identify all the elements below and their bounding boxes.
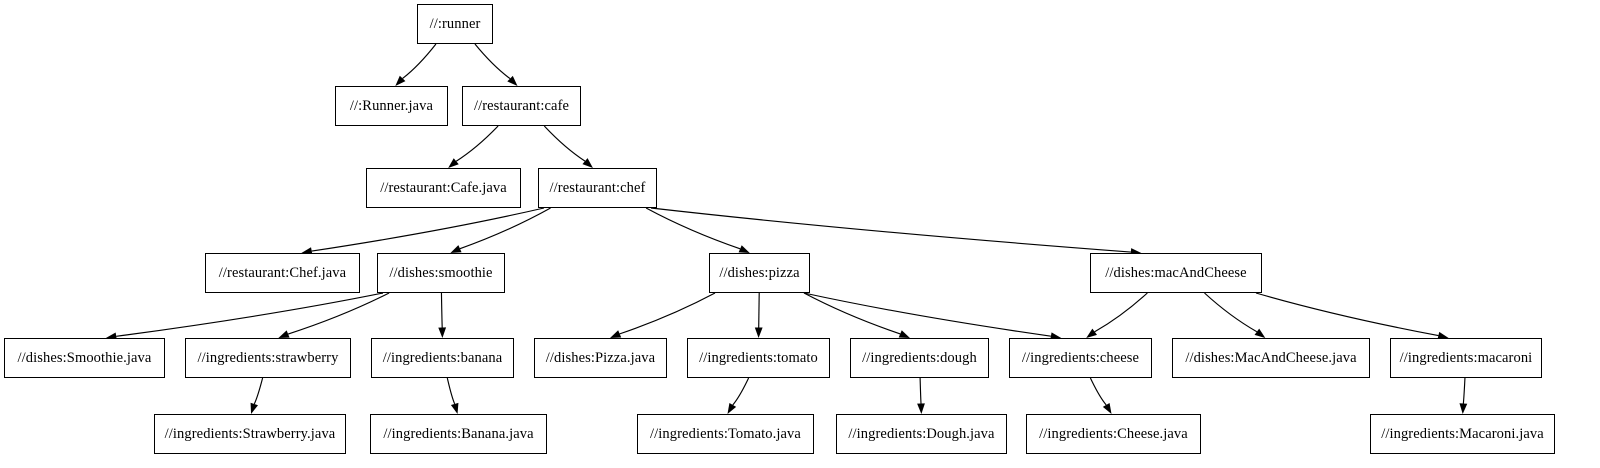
graph-node-label: //ingredients:banana (382, 349, 503, 366)
graph-node-ing_banana[interactable]: //ingredients:banana (371, 338, 514, 378)
graph-edge-dishes_macandchz-to-ing_macaroni (1255, 292, 1439, 337)
graph-arrowhead-dishes_smoothie-to-ing_banana (438, 327, 447, 338)
graph-node-label: //ingredients:cheese (1021, 349, 1140, 366)
graph-arrowhead-ing_cheese-to-cheese_java (1102, 402, 1112, 414)
graph-edge-ing_banana-to-banana_java (446, 377, 456, 405)
graph-edge-dishes_pizza-to-ing_cheese (803, 292, 1051, 337)
graph-edge-ing_cheese-to-cheese_java (1089, 377, 1107, 406)
graph-node-label: //ingredients:Cheese.java (1039, 425, 1188, 442)
graph-node-label: //ingredients:dough (862, 349, 977, 366)
graph-node-label: //ingredients:Banana.java (383, 425, 534, 442)
graph-edge-dishes_macandchz-to-ing_cheese (1094, 292, 1148, 333)
graph-node-ing_dough[interactable]: //ingredients:dough (850, 338, 989, 378)
graph-node-label: //dishes:smoothie (389, 264, 493, 281)
graph-arrowhead-restaurant_cafe-to-restaurant_chef (582, 158, 593, 168)
graph-node-macaroni_java[interactable]: //ingredients:Macaroni.java (1370, 414, 1555, 454)
graph-node-label: //ingredients:macaroni (1399, 349, 1533, 366)
graph-arrowhead-dishes_smoothie-to-ing_strawberry (278, 330, 290, 338)
graph-node-tomato_java[interactable]: //ingredients:Tomato.java (637, 414, 814, 454)
graph-edge-restaurant_cafe-to-cafe_java (455, 125, 499, 162)
graph-node-dishes_pizza[interactable]: //dishes:pizza (709, 253, 810, 293)
graph-node-macandchz_java[interactable]: //dishes:MacAndCheese.java (1172, 338, 1370, 378)
graph-edge-dishes_pizza-to-pizza_java (619, 292, 716, 335)
graph-node-label: //ingredients:tomato (699, 349, 818, 366)
graph-arrowhead-dishes_pizza-to-pizza_java (610, 330, 622, 338)
graph-arrowhead-ing_banana-to-banana_java (450, 402, 459, 414)
graph-node-pizza_java[interactable]: //dishes:Pizza.java (534, 338, 667, 378)
graph-arrowhead-runner-to-restaurant_cafe (507, 75, 518, 86)
graph-arrowhead-restaurant_chef-to-dishes_pizza (738, 245, 750, 253)
graph-edge-restaurant_cafe-to-restaurant_chef (543, 125, 586, 162)
graph-node-label: //restaurant:Chef.java (218, 264, 347, 281)
graph-node-runner_java[interactable]: //:Runner.java (335, 86, 448, 126)
graph-node-label: //ingredients:Macaroni.java (1381, 425, 1544, 442)
graph-arrowhead-ing_macaroni-to-macaroni_java (1459, 403, 1468, 414)
graph-node-label: //restaurant:Cafe.java (380, 179, 507, 196)
graph-arrowhead-restaurant_chef-to-dishes_smoothie (450, 245, 462, 253)
graph-edge-ing_tomato-to-tomato_java (732, 377, 750, 406)
graph-node-strawberry_java[interactable]: //ingredients:Strawberry.java (154, 414, 346, 454)
graph-node-cafe_java[interactable]: //restaurant:Cafe.java (366, 168, 521, 208)
graph-edge-dishes_pizza-to-ing_dough (803, 292, 901, 335)
graph-node-label: //ingredients:strawberry (197, 349, 339, 366)
graph-node-cheese_java[interactable]: //ingredients:Cheese.java (1026, 414, 1201, 454)
graph-edge-dishes_smoothie-to-smoothie_java (116, 292, 384, 337)
graph-node-label: //dishes:Pizza.java (545, 349, 656, 366)
graph-edge-dishes_macandchz-to-macandchz_java (1204, 292, 1258, 333)
graph-arrowhead-runner-to-runner_java (395, 75, 406, 86)
graph-node-label: //ingredients:Strawberry.java (164, 425, 336, 442)
graph-node-chef_java[interactable]: //restaurant:Chef.java (205, 253, 360, 293)
graph-node-label: //ingredients:Tomato.java (650, 425, 801, 442)
graph-node-dishes_smoothie[interactable]: //dishes:smoothie (377, 253, 505, 293)
graph-node-ing_strawberry[interactable]: //ingredients:strawberry (185, 338, 351, 378)
graph-node-label: //restaurant:chef (549, 179, 646, 196)
graph-edge-ing_strawberry-to-strawberry_java (253, 377, 264, 405)
graph-node-dough_java[interactable]: //ingredients:Dough.java (836, 414, 1007, 454)
graph-node-runner[interactable]: //:runner (417, 4, 493, 44)
graph-node-smoothie_java[interactable]: //dishes:Smoothie.java (4, 338, 165, 378)
graph-node-label: //dishes:Smoothie.java (17, 349, 152, 366)
graph-node-label: //dishes:MacAndCheese.java (1185, 349, 1357, 366)
graph-edge-dishes_smoothie-to-ing_banana (440, 292, 443, 328)
graph-node-banana_java[interactable]: //ingredients:Banana.java (370, 414, 547, 454)
graph-arrowhead-dishes_pizza-to-ing_tomato (754, 327, 763, 338)
graph-edge-runner-to-restaurant_cafe (474, 43, 511, 80)
graph-node-dishes_macandchz[interactable]: //dishes:macAndCheese (1090, 253, 1262, 293)
graph-node-label: //:Runner.java (349, 97, 434, 114)
graph-arrowhead-ing_strawberry-to-strawberry_java (250, 402, 258, 414)
graph-node-restaurant_cafe[interactable]: //restaurant:cafe (462, 86, 581, 126)
graph-node-restaurant_chef[interactable]: //restaurant:chef (538, 168, 657, 208)
graph-edge-restaurant_chef-to-dishes_macandchz (650, 207, 1131, 253)
graph-arrowhead-restaurant_cafe-to-cafe_java (448, 158, 459, 168)
graph-edge-ing_dough-to-dough_java (919, 377, 922, 404)
graph-arrowhead-dishes_pizza-to-ing_dough (898, 330, 910, 338)
graph-arrowhead-dishes_macandchz-to-ing_cheese (1086, 328, 1097, 338)
graph-node-label: //restaurant:cafe (473, 97, 570, 114)
graph-edge-restaurant_chef-to-chef_java (311, 207, 545, 252)
graph-node-label: //dishes:pizza (719, 264, 800, 281)
graph-arrowhead-ing_dough-to-dough_java (917, 403, 925, 414)
graph-node-label: //ingredients:Dough.java (848, 425, 995, 442)
graph-node-ing_cheese[interactable]: //ingredients:cheese (1009, 338, 1152, 378)
graph-node-label: //dishes:macAndCheese (1105, 264, 1247, 281)
graph-node-ing_tomato[interactable]: //ingredients:tomato (687, 338, 830, 378)
graph-node-label: //:runner (429, 15, 481, 32)
graph-edge-restaurant_chef-to-dishes_pizza (645, 207, 741, 250)
graph-edge-runner-to-runner_java (402, 43, 437, 79)
graph-edge-dishes_smoothie-to-ing_strawberry (287, 292, 390, 335)
graph-edge-restaurant_chef-to-dishes_smoothie (459, 207, 551, 250)
graph-arrowhead-ing_tomato-to-tomato_java (727, 402, 737, 414)
graph-arrowhead-dishes_macandchz-to-macandchz_java (1254, 328, 1266, 338)
graph-node-ing_macaroni[interactable]: //ingredients:macaroni (1390, 338, 1542, 378)
graph-edge-ing_macaroni-to-macaroni_java (1462, 377, 1466, 404)
